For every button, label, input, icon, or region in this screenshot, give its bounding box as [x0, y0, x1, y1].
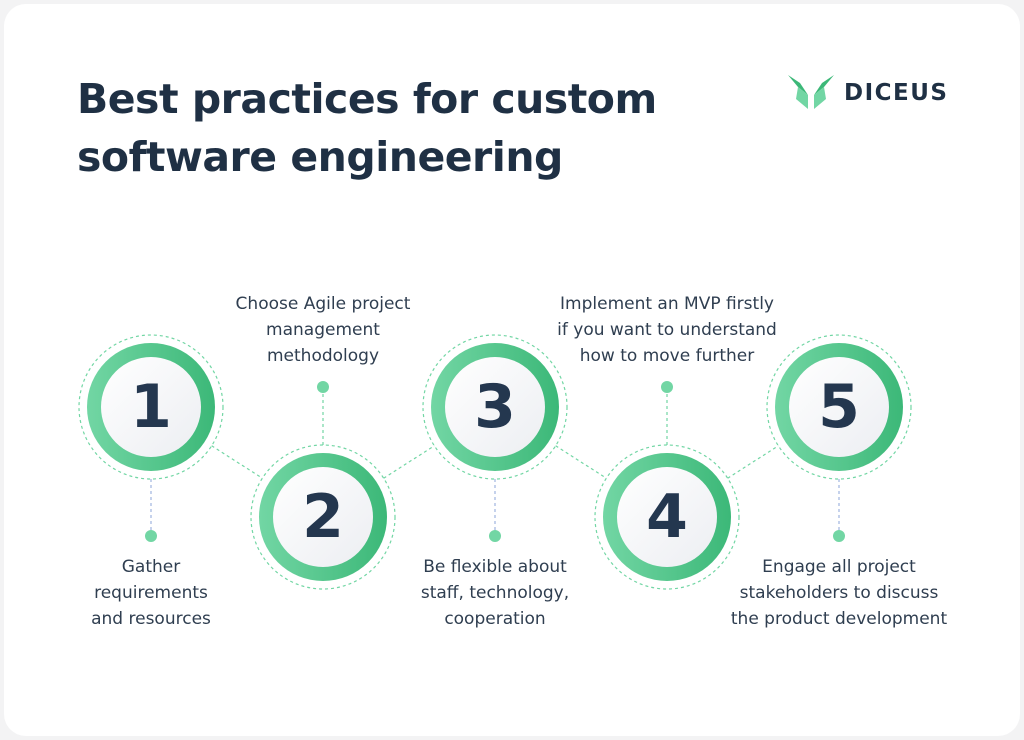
step-description: Engage all project stakeholders to discu… [730, 557, 948, 629]
inner-circle [617, 467, 717, 567]
step-number: 3 [474, 372, 516, 442]
step-description: Gather requirements and resources [91, 557, 211, 629]
butterfly-logo-icon [788, 75, 834, 109]
inner-circle [101, 357, 201, 457]
step-description: Be flexible about staff, technology, coo… [420, 557, 570, 629]
inner-circle [273, 467, 373, 567]
step-number: 1 [130, 372, 172, 442]
dashed-ring [422, 334, 568, 480]
dashed-ring [78, 334, 224, 480]
step-1 [78, 334, 224, 542]
step-5 [766, 334, 912, 542]
step-2 [250, 381, 396, 590]
step-number: 2 [302, 482, 344, 552]
connector-line [383, 445, 435, 479]
step-number: 4 [646, 482, 688, 552]
dashed-ring [766, 334, 912, 480]
inner-circle [445, 357, 545, 457]
connector-line [211, 445, 263, 479]
dashed-ring [594, 444, 740, 590]
connector-line [555, 445, 607, 479]
bullet-dot [833, 530, 845, 542]
connector-line [727, 445, 779, 479]
bullet-dot [489, 530, 501, 542]
step-4 [594, 381, 740, 590]
bullet-dot [145, 530, 157, 542]
bullet-dot [661, 381, 673, 393]
dashed-ring [250, 444, 396, 590]
step-number: 5 [818, 372, 860, 442]
diceus-logo: DICEUS [786, 73, 948, 113]
bullet-dot [317, 381, 329, 393]
step-3 [422, 334, 568, 542]
page-title: Best practices for custom software engin… [77, 75, 657, 181]
inner-circle [789, 357, 889, 457]
logo-wordmark: DICEUS [844, 80, 949, 106]
step-description: Implement an MVP firstly if you want to … [557, 294, 777, 366]
step-description: Choose Agile project management methodol… [235, 294, 411, 366]
